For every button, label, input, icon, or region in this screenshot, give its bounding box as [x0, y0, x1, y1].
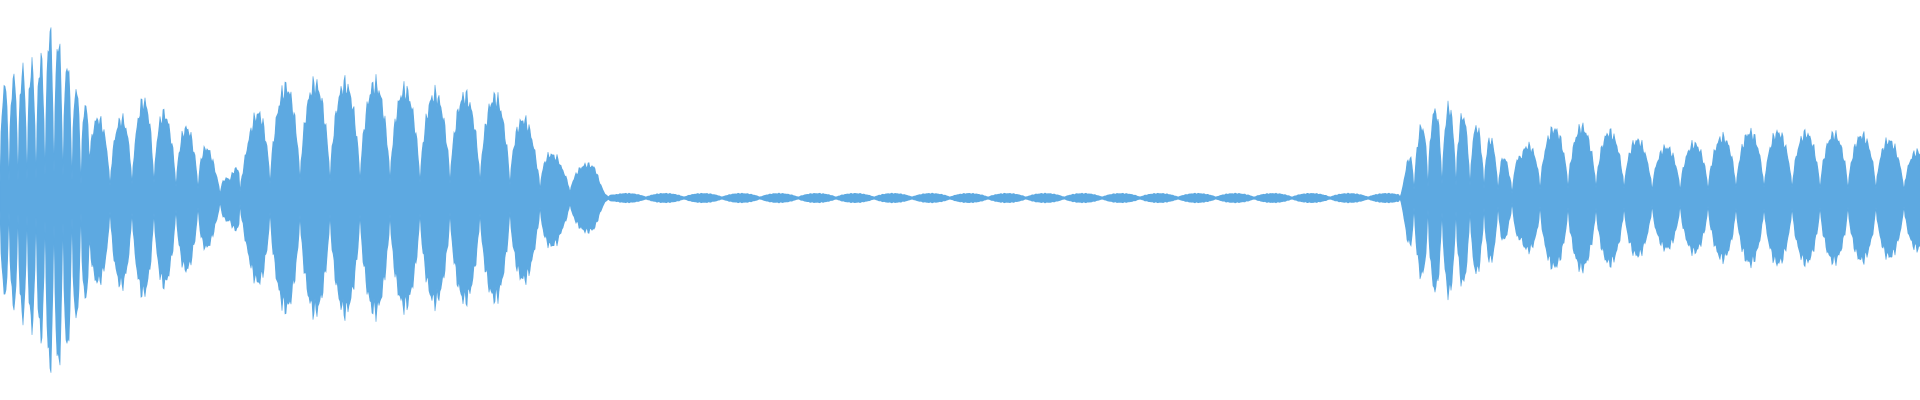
waveform-shape — [0, 27, 1920, 373]
